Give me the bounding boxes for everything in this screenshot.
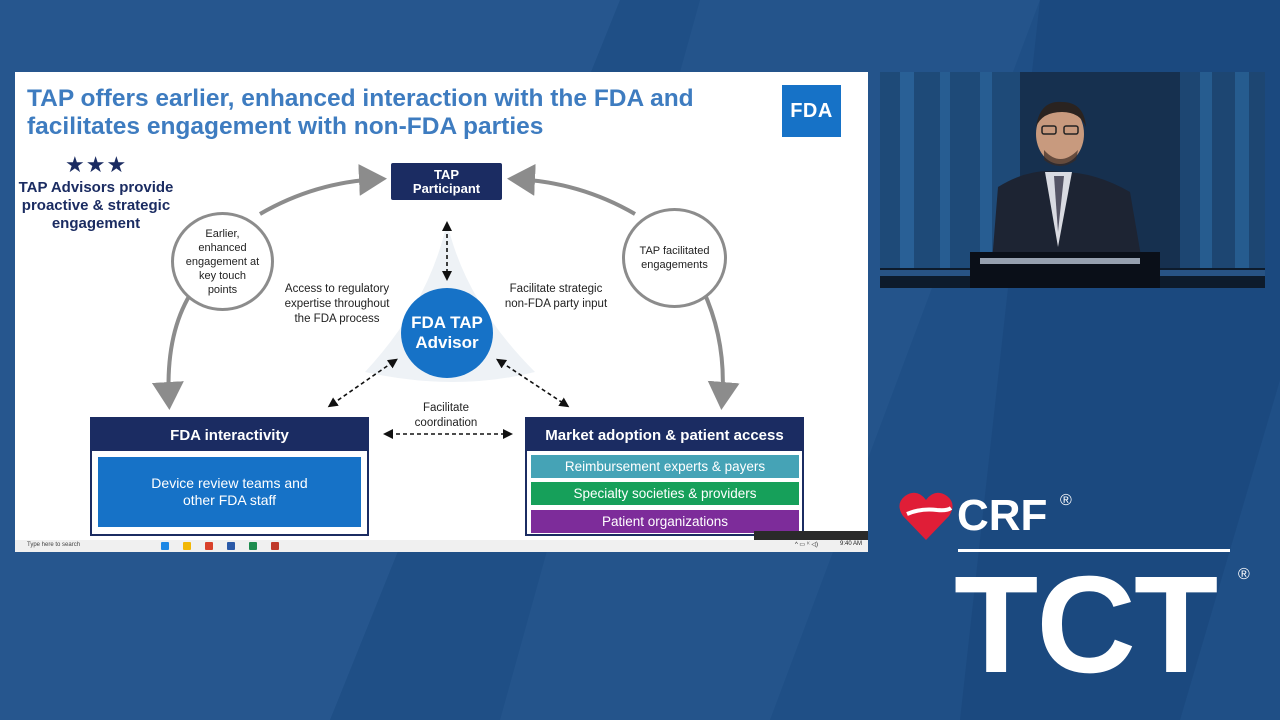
powerpoint-icon[interactable] [205,542,213,550]
arrow-left-bottom [151,288,195,410]
advisors-caption: TAP Advisors provide proactive & strateg… [18,179,174,232]
excel-icon[interactable] [249,542,257,550]
edge-icon[interactable] [161,542,169,550]
fda-interactivity-panel: FDA interactivity Device review teams an… [90,417,369,536]
heart-icon [899,492,953,540]
bar-specialty-societies: Specialty societies & providers [531,482,799,505]
arrow-right-bottom [701,289,740,410]
folder-icon[interactable] [183,542,191,550]
dashed-arrow-left [327,358,398,408]
bar-reimbursement: Reimbursement experts & payers [531,455,799,478]
crf-registered-mark: ® [1060,492,1072,509]
device-review-box: Device review teams and other FDA staff [98,457,361,527]
advisor-line1: FDA TAP [411,313,483,332]
stars-icon: ★★★ [65,152,128,177]
taskbar-clock: 9:40 AM [839,541,862,547]
tap-participant-box: TAP Participant [391,163,502,200]
right-engagement-circle: TAP facilitated engagements [622,208,727,308]
speaker-video [880,72,1265,288]
left-engagement-circle: Earlier, enhanced engagement at key touc… [171,212,274,311]
market-adoption-header: Market adoption & patient access [527,419,802,451]
left-circle-text: Earlier, enhanced engagement at key touc… [185,227,260,296]
app-icon[interactable] [271,542,279,550]
crf-wordmark: CRF [957,491,1048,540]
taskbar-search[interactable]: Type here to search [27,542,81,548]
slide-title-line2: facilitates engagement with non-FDA part… [27,113,544,140]
slide-title: TAP offers earlier, enhanced interaction… [27,85,767,141]
participant-line1: TAP [433,166,460,182]
slide-popup-strip [754,531,868,540]
logo-divider [958,549,1230,552]
slide-title-line1: TAP offers earlier, enhanced interaction… [27,85,694,112]
presentation-slide: TAP offers earlier, enhanced interaction… [15,72,868,540]
advisor-line2: Advisor [415,333,479,352]
tct-wordmark: TCT [954,548,1218,702]
taskbar: Type here to search ^ ▭ ⁽⁽ ◁) 9:40 AM [15,540,868,552]
right-circle-text: TAP facilitated engagements [639,245,710,271]
system-tray[interactable]: ^ ▭ ⁽⁽ ◁) [794,542,818,548]
crf-logo: CRF ® [897,488,1227,544]
label-regulatory-expertise: Access to regulatory expertise throughou… [284,283,390,325]
speaker-video-image [880,72,1265,288]
label-coordination: Facilitate coordination [414,402,478,429]
arrow-left-top [258,163,387,216]
word-icon[interactable] [227,542,235,550]
fda-logo: FDA [782,85,841,137]
bar-patient-organizations: Patient organizations [531,510,799,533]
arrow-right-top [507,163,637,216]
participant-line2: Participant [412,180,481,196]
tct-registered-mark: ® [1238,566,1250,583]
dashed-arrow-right [495,358,570,408]
fda-tap-advisor-circle: FDA TAP Advisor [401,288,493,378]
label-non-fda-input: Facilitate strategic non-FDA party input [504,283,608,310]
market-adoption-panel: Market adoption & patient access Reimbur… [525,417,804,536]
device-review-text: Device review teams and other FDA staff [151,475,308,508]
fda-interactivity-header: FDA interactivity [92,419,367,451]
